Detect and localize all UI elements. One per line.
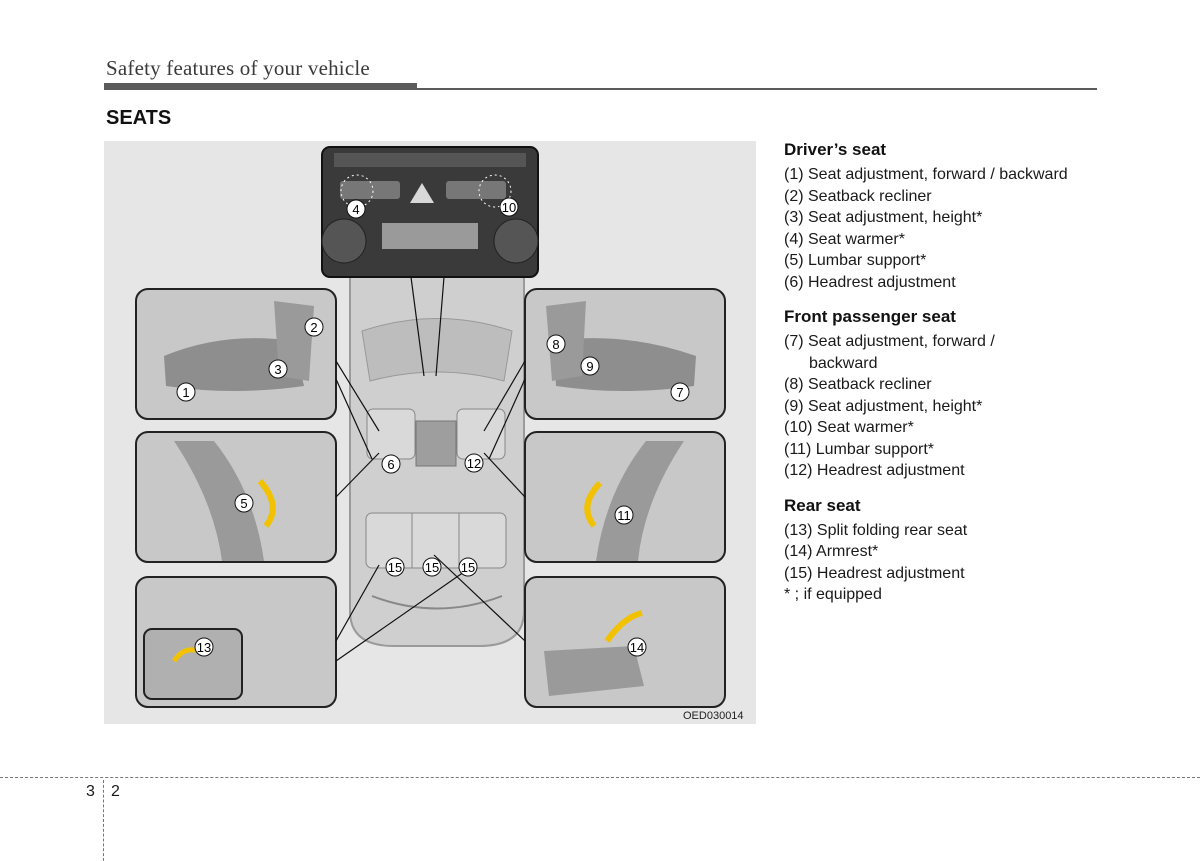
page-header-title: Safety features of your vehicle: [106, 56, 370, 80]
car-top-view: [349, 275, 525, 647]
section-number: 3: [86, 783, 95, 800]
callout-5: 5: [234, 493, 254, 513]
figure-code: OED030014: [683, 710, 744, 722]
svg-text:13: 13: [197, 640, 211, 655]
list-item: (10) Seat warmer*: [784, 419, 914, 436]
climate-control-panel: [321, 146, 539, 278]
callout-6: 6: [381, 454, 401, 474]
list-item: (1) Seat adjustment, forward / backward: [784, 166, 1068, 183]
passenger-seat-group: Front passenger seat (7) Seat adjustment…: [784, 307, 1114, 482]
list-item: (13) Split folding rear seat: [784, 521, 968, 539]
list-item: (8) Seatback recliner: [784, 376, 932, 393]
legend-column: Driver’s seat (1) Seat adjustment, forwa…: [784, 140, 1114, 620]
svg-text:6: 6: [387, 457, 394, 472]
callout-11: 11: [614, 505, 634, 525]
svg-text:1: 1: [182, 385, 189, 400]
callout-2: 2: [304, 317, 324, 337]
drivers-seat-group: Driver’s seat (1) Seat adjustment, forwa…: [784, 140, 1114, 293]
detail-panel-rear-folding: [135, 576, 337, 708]
svg-text:14: 14: [630, 640, 644, 655]
callout-14: 14: [627, 637, 647, 657]
header-rule-thick: [104, 83, 417, 90]
svg-text:15: 15: [461, 560, 475, 575]
callout-13: 13: [194, 637, 214, 657]
page-number: 2: [111, 783, 120, 800]
detail-panel-passenger-seat: [524, 288, 726, 420]
list-item: (2) Seatback recliner: [784, 187, 932, 205]
callout-7: 7: [670, 382, 690, 402]
svg-text:9: 9: [586, 359, 593, 374]
callout-15b: 15: [422, 557, 442, 577]
callouts: 1 2 3 4 5 6 7 8 9 10 11 12 13 14 15 15 1…: [176, 197, 690, 657]
svg-text:4: 4: [352, 202, 359, 217]
list-item: (11) Lumbar support*: [784, 440, 934, 458]
list-item: (5) Lumbar support*: [784, 252, 927, 269]
rear-seat-heading: Rear seat: [784, 495, 861, 515]
section-title: SEATS: [106, 107, 172, 129]
callout-3: 3: [268, 359, 288, 379]
list-item: (14) Armrest*: [784, 543, 879, 560]
svg-text:7: 7: [676, 385, 683, 400]
svg-text:15: 15: [388, 560, 402, 575]
svg-text:12: 12: [467, 456, 481, 471]
list-item: (6) Headrest adjustment: [784, 273, 956, 291]
detail-panel-driver-seat: [135, 288, 337, 420]
detail-panel-driver-lumbar: [135, 431, 337, 563]
callout-4: 4: [346, 199, 366, 219]
detail-panel-rear-armrest: [524, 576, 726, 708]
footer-divider: [0, 777, 1200, 778]
callout-9: 9: [580, 356, 600, 376]
callout-15c: 15: [458, 557, 478, 577]
svg-text:10: 10: [502, 200, 516, 215]
svg-text:3: 3: [274, 362, 281, 377]
callout-8: 8: [546, 334, 566, 354]
list-item: (3) Seat adjustment, height*: [784, 209, 983, 226]
leader-lines: [335, 276, 526, 662]
passenger-seat-heading: Front passenger seat: [784, 307, 956, 326]
list-item: (15) Headrest adjustment: [784, 564, 965, 582]
callout-12: 12: [464, 453, 484, 473]
callout-10: 10: [499, 197, 519, 217]
list-item: (9) Seat adjustment, height*: [784, 397, 983, 415]
seats-illustration: 1 2 3 4 5 6 7 8 9 10 11 12 13 14 15 15 1…: [104, 141, 756, 724]
svg-text:2: 2: [310, 320, 317, 335]
list-item: (12) Headrest adjustment: [784, 462, 965, 479]
svg-text:11: 11: [617, 508, 631, 523]
footer-vertical-divider: [103, 780, 104, 861]
list-item: (4) Seat warmer*: [784, 230, 905, 248]
list-item: (7) Seat adjustment, forward / backward: [784, 333, 995, 372]
footnote: * ; if equipped: [784, 586, 882, 603]
detail-panel-passenger-lumbar: [524, 431, 726, 563]
svg-text:8: 8: [552, 337, 559, 352]
callout-1: 1: [176, 382, 196, 402]
svg-text:15: 15: [425, 560, 439, 575]
header-rule-thin: [417, 88, 1097, 90]
callout-15a: 15: [385, 557, 405, 577]
drivers-seat-heading: Driver’s seat: [784, 140, 887, 159]
svg-text:5: 5: [240, 496, 247, 511]
rear-seat-group: Rear seat (13) Split folding rear seat (…: [784, 496, 1114, 606]
